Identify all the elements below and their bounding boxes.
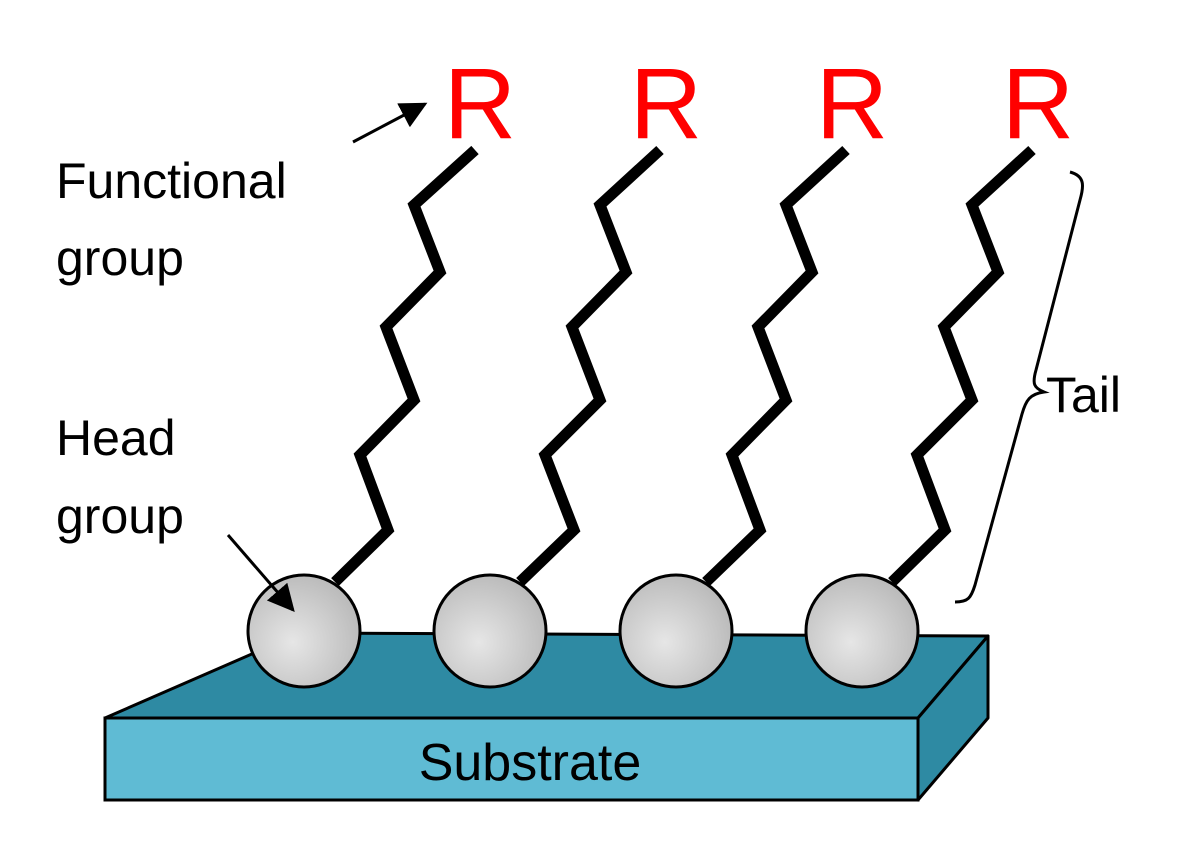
- alkyl-chain-2: [516, 145, 664, 586]
- head-group-annotation: Head group: [56, 410, 295, 613]
- r-group-1: R: [444, 48, 516, 160]
- r-group-4: R: [1002, 48, 1074, 160]
- head-sphere-3: [618, 573, 734, 689]
- head-sphere-1: [246, 573, 362, 689]
- functional-group-annotation: Functional group: [56, 102, 428, 286]
- functional-group-arrow: [352, 102, 428, 144]
- functional-group-label-line2: group: [56, 230, 184, 286]
- head-sphere-4: [804, 573, 920, 689]
- head-group-arrow: [226, 534, 295, 613]
- tail-label: Tail: [1046, 367, 1121, 423]
- functional-groups: R R R R: [444, 48, 1074, 160]
- alkyl-chain-3: [702, 145, 850, 586]
- head-group-label-line1: Head: [56, 410, 176, 466]
- chains: [331, 145, 1036, 586]
- alkyl-chain-4: [888, 145, 1036, 586]
- substrate-label: Substrate: [419, 734, 642, 792]
- head-sphere-2: [432, 573, 548, 689]
- substrate-front-face: [103, 716, 920, 802]
- alkyl-chain-1: [331, 145, 479, 586]
- head-group-label-line2: group: [56, 488, 184, 544]
- r-group-3: R: [816, 48, 888, 160]
- functional-group-label-line1: Functional: [56, 153, 287, 209]
- tail-brace: [954, 170, 1085, 604]
- tail-annotation: Tail: [954, 170, 1121, 604]
- r-group-2: R: [630, 48, 702, 160]
